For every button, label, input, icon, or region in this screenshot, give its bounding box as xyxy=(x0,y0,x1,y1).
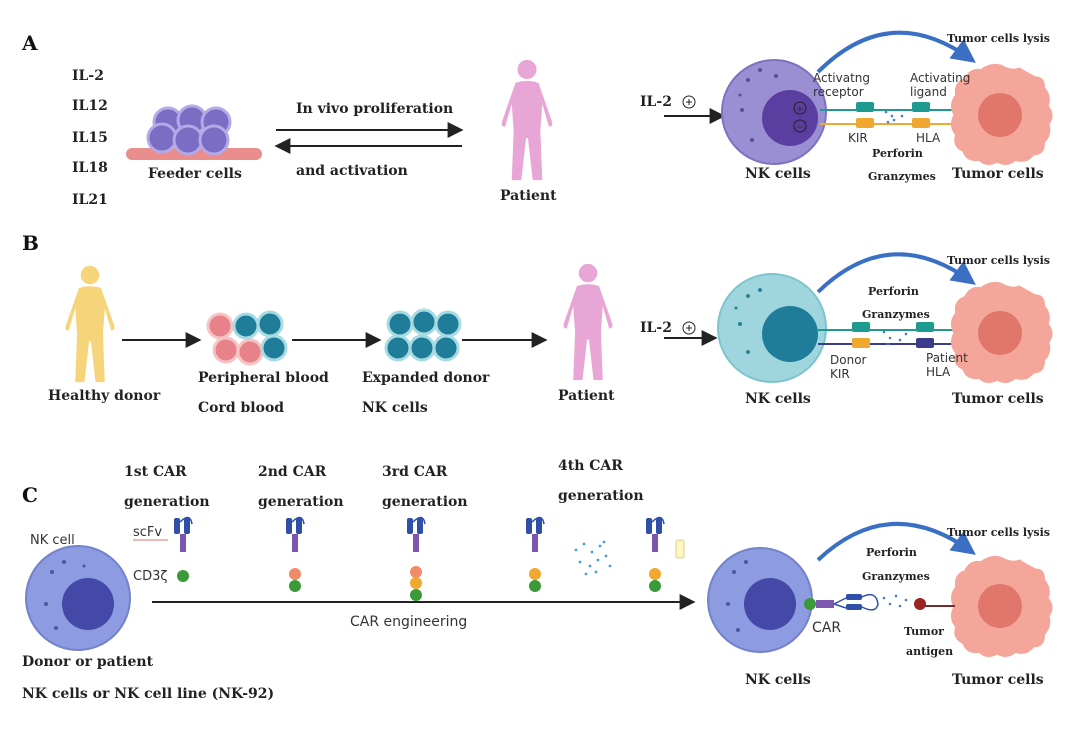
minus-sign-a: − xyxy=(796,122,804,133)
gen4-line1: 4th CAR xyxy=(558,458,623,474)
source-label-c-line2: NK cells or NK cell line (NK-92) xyxy=(22,686,274,702)
il2-label-b: IL-2 xyxy=(640,320,672,336)
tumor-cell-a xyxy=(950,63,1053,166)
donor-kir-line1: Donor xyxy=(830,353,867,367)
cd3z-label: CD3ζ xyxy=(133,569,167,584)
expanded-nk-cells xyxy=(384,308,462,362)
lysis-arrow-c xyxy=(816,522,976,562)
car-gen1 xyxy=(173,516,193,582)
kir-label-a: KIR xyxy=(848,131,868,145)
cytokine-il15: IL15 xyxy=(72,130,108,146)
activating-receptor-label-line2: receptor xyxy=(813,85,864,99)
healthy-donor-figure xyxy=(65,265,115,383)
tumor-label-a: Tumor cells xyxy=(952,166,1044,182)
plus-sign-a: + xyxy=(796,104,804,115)
car-engineering-label: CAR engineering xyxy=(350,614,467,630)
source-label-c-line1: Donor or patient xyxy=(22,654,154,670)
car-gen4-left xyxy=(525,516,545,592)
perforin-label-b: Perforin xyxy=(868,285,919,298)
cytokine-il12: IL12 xyxy=(72,98,108,114)
arrow-bottom-label: and activation xyxy=(296,163,408,179)
lysis-arrow-a xyxy=(816,30,976,74)
tumor-label-c: Tumor cells xyxy=(952,672,1044,688)
nk-label-a: NK cells xyxy=(745,166,811,182)
patient-hla-line2: HLA xyxy=(926,365,951,379)
gen4-line2: generation xyxy=(558,488,644,504)
car-gen4-right xyxy=(645,516,685,592)
perforin-label-c: Perforin xyxy=(866,546,917,559)
tumor-antigen-line2: antigen xyxy=(906,645,953,658)
activating-ligand-label-line1: Activating xyxy=(910,71,970,85)
lysis-label-c: Tumor cells lysis xyxy=(947,526,1050,539)
car-gen2 xyxy=(285,516,305,592)
feeder-label: Feeder cells xyxy=(148,166,242,182)
gen2-line2: generation xyxy=(258,494,344,510)
panel-b-letter: B xyxy=(22,231,39,255)
hla-label-a: HLA xyxy=(916,131,941,145)
patient-figure-a xyxy=(501,59,553,181)
cytokine-il21: IL21 xyxy=(72,192,108,208)
nk-cell-c xyxy=(25,545,131,651)
nk-cell-a xyxy=(721,59,827,165)
il2-label-a: IL-2 xyxy=(640,94,672,110)
il2-plus-icon-a xyxy=(686,99,692,105)
panel-a-letter: A xyxy=(21,31,38,55)
granzymes-label-c: Granzymes xyxy=(862,570,930,583)
cytokine-il2: IL-2 xyxy=(72,68,104,84)
arrow-top-label: In vivo proliferation xyxy=(296,101,453,117)
lysis-arrow-b xyxy=(816,252,976,294)
nk-label-b: NK cells xyxy=(745,391,811,407)
tumor-antigen-dot xyxy=(914,598,926,610)
tumor-antigen-line1: Tumor xyxy=(904,625,944,638)
tumor-label-b: Tumor cells xyxy=(952,391,1044,407)
cytokine-list: IL-2 IL12 IL15 IL18 IL21 xyxy=(72,68,108,208)
activating-ligand-label-line2: ligand xyxy=(910,85,947,99)
donor-kir-line2: KIR xyxy=(830,367,850,381)
lysis-label-a: Tumor cells lysis xyxy=(947,32,1050,45)
gen3-line2: generation xyxy=(382,494,468,510)
scfv-label: scFv xyxy=(133,525,162,540)
granzymes-label-b: Granzymes xyxy=(862,308,930,321)
gen2-line1: 2nd CAR xyxy=(258,464,327,480)
healthy-donor-label: Healthy donor xyxy=(48,388,161,404)
expanded-label-line1: Expanded donor xyxy=(362,370,490,386)
nk-cell-label-c: NK cell xyxy=(30,533,75,548)
source-label-line1: Peripheral blood xyxy=(198,370,329,386)
cytokine-dots xyxy=(574,540,612,576)
cytokine-il18: IL18 xyxy=(72,160,108,176)
perforin-label-a: Perforin xyxy=(872,147,923,160)
car-gen3 xyxy=(406,516,426,601)
nk-label-c: NK cells xyxy=(745,672,811,688)
peripheral-blood-cells xyxy=(206,310,288,366)
car-nk-cell xyxy=(707,547,908,653)
gen3-line1: 3rd CAR xyxy=(382,464,448,480)
nk-cell-b xyxy=(717,273,827,383)
il2-plus-circle-a xyxy=(682,95,696,109)
tumor-cell-c xyxy=(914,555,1053,658)
activating-receptor-label-line1: Activatng xyxy=(813,71,870,85)
patient-hla-line1: Patient xyxy=(926,351,968,365)
lysis-label-b: Tumor cells lysis xyxy=(947,254,1050,267)
car-generation-labels: 1st CAR generation 2nd CAR generation 3r… xyxy=(124,458,644,510)
gen1-line2: generation xyxy=(124,494,210,510)
gen1-line1: 1st CAR xyxy=(124,464,187,480)
expanded-label-line2: NK cells xyxy=(362,400,428,416)
il2-plus-icon-b xyxy=(686,325,692,331)
feeder-cells-graphic xyxy=(126,104,262,160)
source-label-line2: Cord blood xyxy=(198,400,284,416)
tumor-cell-b xyxy=(950,281,1053,384)
patient-label-b: Patient xyxy=(558,388,615,404)
panel-c-letter: C xyxy=(22,483,38,507)
minus-circle-a xyxy=(793,119,807,133)
plus-circle-a xyxy=(793,101,807,115)
car-label: CAR xyxy=(812,620,841,636)
patient-figure-b xyxy=(563,263,613,381)
patient-label-a: Patient xyxy=(500,188,557,204)
granzymes-label-a: Granzymes xyxy=(868,170,936,183)
il2-plus-circle-b xyxy=(682,321,696,335)
